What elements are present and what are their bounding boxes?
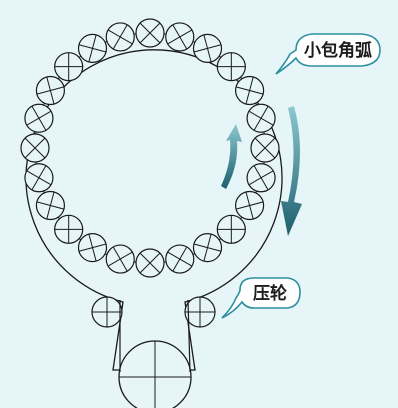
pressure-roller-left [91, 296, 123, 328]
roller-ring [20, 18, 280, 278]
roller-1 [135, 18, 165, 48]
roller-21 [35, 75, 66, 106]
roller-10 [216, 214, 246, 244]
roller-20 [24, 103, 54, 133]
roller-8 [246, 163, 276, 193]
belt-outer-path [25, 49, 283, 371]
roller-4 [216, 52, 246, 82]
roller-3 [192, 33, 223, 64]
roller-6 [246, 103, 276, 133]
curved-arrow-icon-down [281, 106, 302, 236]
roller-15 [77, 232, 108, 263]
roller-14 [105, 244, 135, 274]
roller-2 [165, 22, 195, 52]
roller-23 [77, 33, 108, 64]
roller-9 [234, 190, 265, 221]
roller-22 [54, 52, 84, 82]
roller-16 [54, 214, 84, 244]
neck-line-right [187, 299, 191, 373]
roller-24 [105, 22, 135, 52]
roller-18 [24, 163, 54, 193]
roller-11 [192, 232, 223, 263]
callout-pressure-roller: 压轮 [221, 277, 301, 319]
pressure-roller-right [184, 296, 216, 328]
callout-small-wrap-angle: 小包角弧 [275, 33, 381, 75]
roller-19 [20, 133, 50, 163]
bottom-pulley [118, 340, 192, 408]
roller-7 [250, 133, 280, 163]
roller-13 [135, 248, 165, 278]
small-wrap-angle-label: 小包角弧 [304, 40, 372, 61]
pressure-roller-label: 压轮 [253, 283, 287, 304]
roller-17 [35, 190, 66, 221]
roller-12 [165, 244, 195, 274]
curved-arrow-icon-up [221, 124, 242, 189]
roller-5 [234, 75, 265, 106]
